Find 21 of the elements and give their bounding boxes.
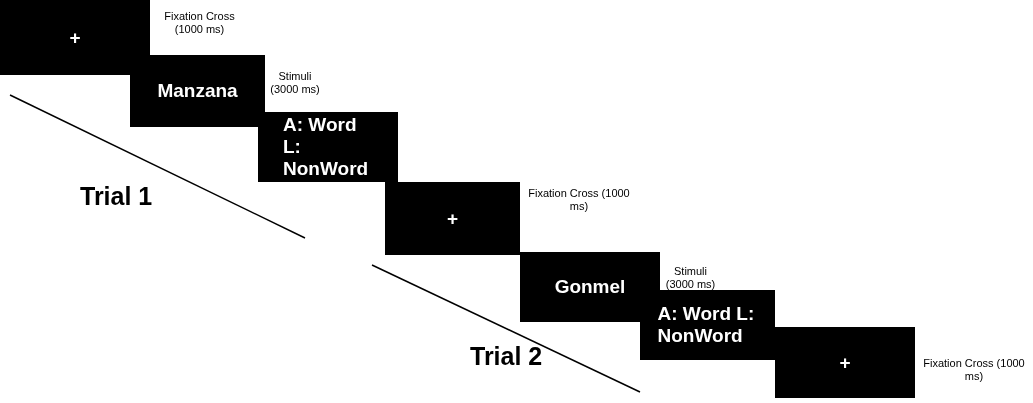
duration-caption: Stimuli (3000 ms)	[270, 70, 320, 96]
screen-box	[775, 327, 915, 398]
screen-text: A: Word L: NonWord	[283, 114, 370, 180]
trial-label: Trial 1	[80, 182, 153, 211]
screen-box	[0, 0, 150, 75]
trial-label: Trial 2	[470, 342, 543, 371]
screen-text: Manzana	[157, 80, 238, 102]
screen-text: +	[446, 207, 459, 230]
duration-caption: Stimuli (3000 ms)	[664, 265, 717, 291]
screen-text: +	[69, 26, 81, 49]
screen-box	[258, 112, 398, 182]
screen-text: +	[839, 351, 851, 374]
screen-box	[640, 290, 775, 360]
screen-text: Gonmel	[554, 276, 626, 298]
duration-caption: Fixation Cross (1000 ms)	[527, 187, 631, 213]
duration-caption: Fixation Cross (1000 ms)	[922, 357, 1026, 383]
screen-text: A: Word L: NonWord	[657, 303, 756, 347]
screen-box	[130, 55, 265, 127]
screen-box	[385, 182, 520, 255]
duration-caption: Fixation Cross (1000 ms)	[163, 10, 236, 36]
screen-box	[520, 252, 660, 322]
